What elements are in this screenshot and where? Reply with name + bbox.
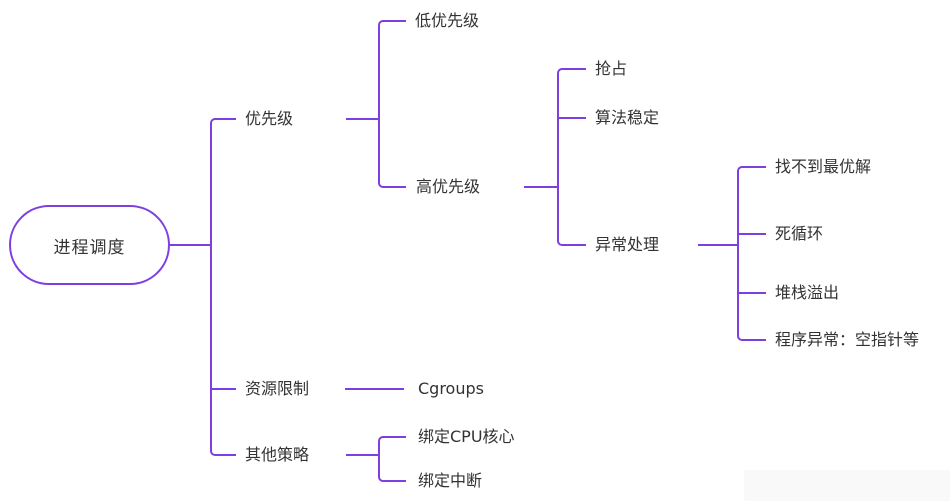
connector-resource-limit-to-cgroups [345, 387, 404, 391]
node-no-optimal-solution[interactable]: 找不到最优解 [775, 157, 872, 176]
node-process-scheduling[interactable]: 进程调度 [9, 205, 170, 285]
node-process-scheduling-label: 进程调度 [53, 237, 126, 258]
connector-trunk5-bottom-elbow [378, 453, 406, 483]
connector-trunk5-top-elbow [378, 435, 406, 457]
connector-trunk4-top-elbow [737, 165, 766, 247]
connector-trunk3-stub-algorithm-stable [557, 116, 586, 120]
connector-root-to-trunk [169, 243, 211, 247]
connector-exception-to-trunk [698, 243, 738, 247]
node-preemption[interactable]: 抢占 [595, 59, 628, 78]
connector-trunk4-stub-stack-overflow [737, 291, 766, 295]
node-program-exception[interactable]: 程序异常：空指针等 [775, 330, 920, 349]
node-low-priority[interactable]: 低优先级 [415, 11, 480, 30]
connector-trunk4-bottom-elbow [737, 243, 766, 342]
connector-trunk2-top-elbow [378, 19, 406, 121]
node-bind-interrupt[interactable]: 绑定中断 [418, 471, 483, 490]
node-stack-overflow[interactable]: 堆栈溢出 [775, 283, 840, 302]
node-infinite-loop[interactable]: 死循环 [775, 224, 824, 243]
node-bind-cpu-core[interactable]: 绑定CPU核心 [418, 427, 515, 446]
connector-trunk1-top-elbow [210, 117, 236, 247]
node-cgroups[interactable]: Cgroups [418, 379, 484, 398]
connector-priority-to-trunk [346, 117, 379, 121]
watermark [744, 470, 950, 501]
connector-other-policies-to-trunk [346, 453, 379, 457]
node-exception-handling[interactable]: 异常处理 [595, 235, 660, 254]
node-resource-limit[interactable]: 资源限制 [245, 379, 310, 398]
connector-trunk3-top-elbow [557, 67, 586, 189]
node-priority[interactable]: 优先级 [245, 109, 294, 128]
connector-trunk4-stub-infinite-loop [737, 232, 766, 236]
connector-trunk2-bottom-elbow [378, 117, 406, 189]
connector-high-priority-to-trunk [524, 185, 558, 189]
node-other-policies[interactable]: 其他策略 [245, 445, 310, 464]
node-algorithm-stable[interactable]: 算法稳定 [595, 108, 660, 127]
connector-trunk1-stub-resource-limit [210, 387, 236, 391]
connector-trunk3-bottom-elbow [557, 185, 586, 247]
connector-trunk1-bottom-elbow [210, 243, 236, 457]
node-high-priority[interactable]: 高优先级 [416, 177, 481, 196]
